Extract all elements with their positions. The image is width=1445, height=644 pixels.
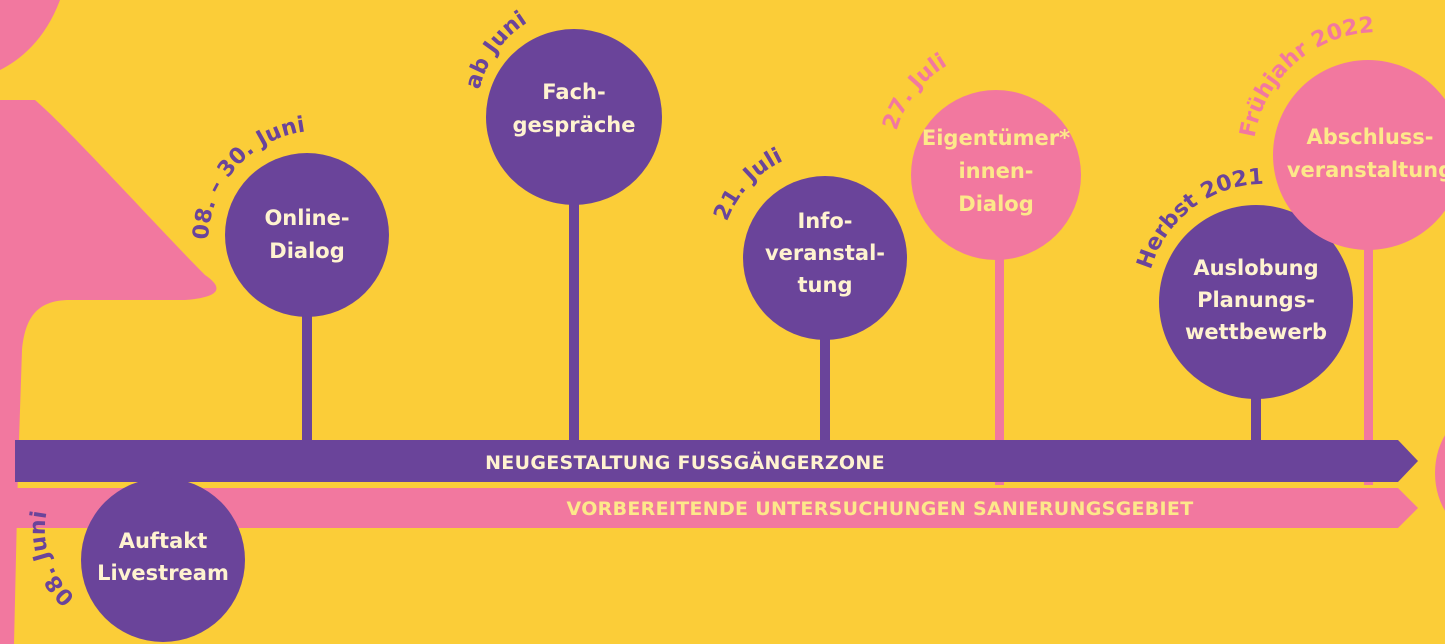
- abschluss-line-1: Abschluss-: [1306, 125, 1433, 149]
- svg-text:innen-: innen-: [958, 159, 1033, 183]
- info-line-1: Info-: [797, 209, 852, 233]
- svg-text:tung: tung: [798, 273, 853, 297]
- svg-text:Planungs-: Planungs-: [1197, 288, 1315, 312]
- online-line-1: Online-: [264, 206, 349, 230]
- bar-vorbereitende-untersuchungen: VORBEREITENDE UNTERSUCHUNGEN SANIERUNGSG…: [15, 488, 1418, 528]
- auslobung-line-3: wettbewerb: [1185, 320, 1327, 344]
- bar-vorbereitende-label: VORBEREITENDE UNTERSUCHUNGEN SANIERUNGSG…: [567, 498, 1194, 520]
- svg-text:Auftakt: Auftakt: [119, 529, 208, 553]
- info-line-2: veranstal-: [765, 241, 885, 265]
- svg-text:gespräche: gespräche: [513, 113, 636, 137]
- bar-neugestaltung-label: NEUGESTALTUNG FUSSGÄNGERZONE: [485, 450, 885, 474]
- milestone-infoveranstaltung: Info- veranstal- tung 21. Juli: [709, 144, 907, 340]
- auslobung-line-1: Auslobung: [1193, 256, 1318, 280]
- svg-text:Livestream: Livestream: [97, 561, 229, 585]
- fach-line-2: gespräche: [513, 113, 636, 137]
- auftakt-line-2: Livestream: [97, 561, 229, 585]
- info-line-3: tung: [798, 273, 853, 297]
- svg-text:Dialog: Dialog: [269, 239, 344, 263]
- auftakt-line-1: Auftakt: [119, 529, 208, 553]
- eigen-line-2: innen-: [958, 159, 1033, 183]
- milestone-fachgespraeche: Fach- gespräche ab Juni: [461, 7, 662, 205]
- svg-text:Fach-: Fach-: [542, 80, 605, 104]
- pink-figure-silhouette: [0, 0, 217, 644]
- auslobung-line-2: Planungs-: [1197, 288, 1315, 312]
- pink-edge-shape: [1435, 435, 1445, 511]
- milestone-auslobung: Auslobung Planungs- wettbewerb Herbst 20…: [1132, 165, 1353, 399]
- online-line-2: Dialog: [269, 239, 344, 263]
- svg-text:Abschluss-: Abschluss-: [1306, 125, 1433, 149]
- fach-line-1: Fach-: [542, 80, 605, 104]
- abschluss-line-2: veranstaltung: [1287, 158, 1445, 182]
- bar-neugestaltung: NEUGESTALTUNG FUSSGÄNGERZONE: [15, 440, 1418, 482]
- eigen-line-1: Eigentümer*: [922, 126, 1070, 150]
- svg-text:veranstal-: veranstal-: [765, 241, 885, 265]
- svg-text:veranstaltung: veranstaltung: [1287, 158, 1445, 182]
- svg-text:Online-: Online-: [264, 206, 349, 230]
- svg-text:Dialog: Dialog: [958, 192, 1033, 216]
- milestone-stems: [302, 195, 1373, 485]
- eigen-line-3: Dialog: [958, 192, 1033, 216]
- svg-text:Eigentümer*: Eigentümer*: [922, 126, 1070, 150]
- milestone-online-dialog: Online- Dialog 08. – 30. Juni: [189, 112, 389, 317]
- svg-text:wettbewerb: wettbewerb: [1185, 320, 1327, 344]
- svg-text:Auslobung: Auslobung: [1193, 256, 1318, 280]
- svg-text:Info-: Info-: [797, 209, 852, 233]
- milestone-eigentuemer-dialog: Eigentümer* innen- Dialog 27. Juli: [878, 49, 1081, 260]
